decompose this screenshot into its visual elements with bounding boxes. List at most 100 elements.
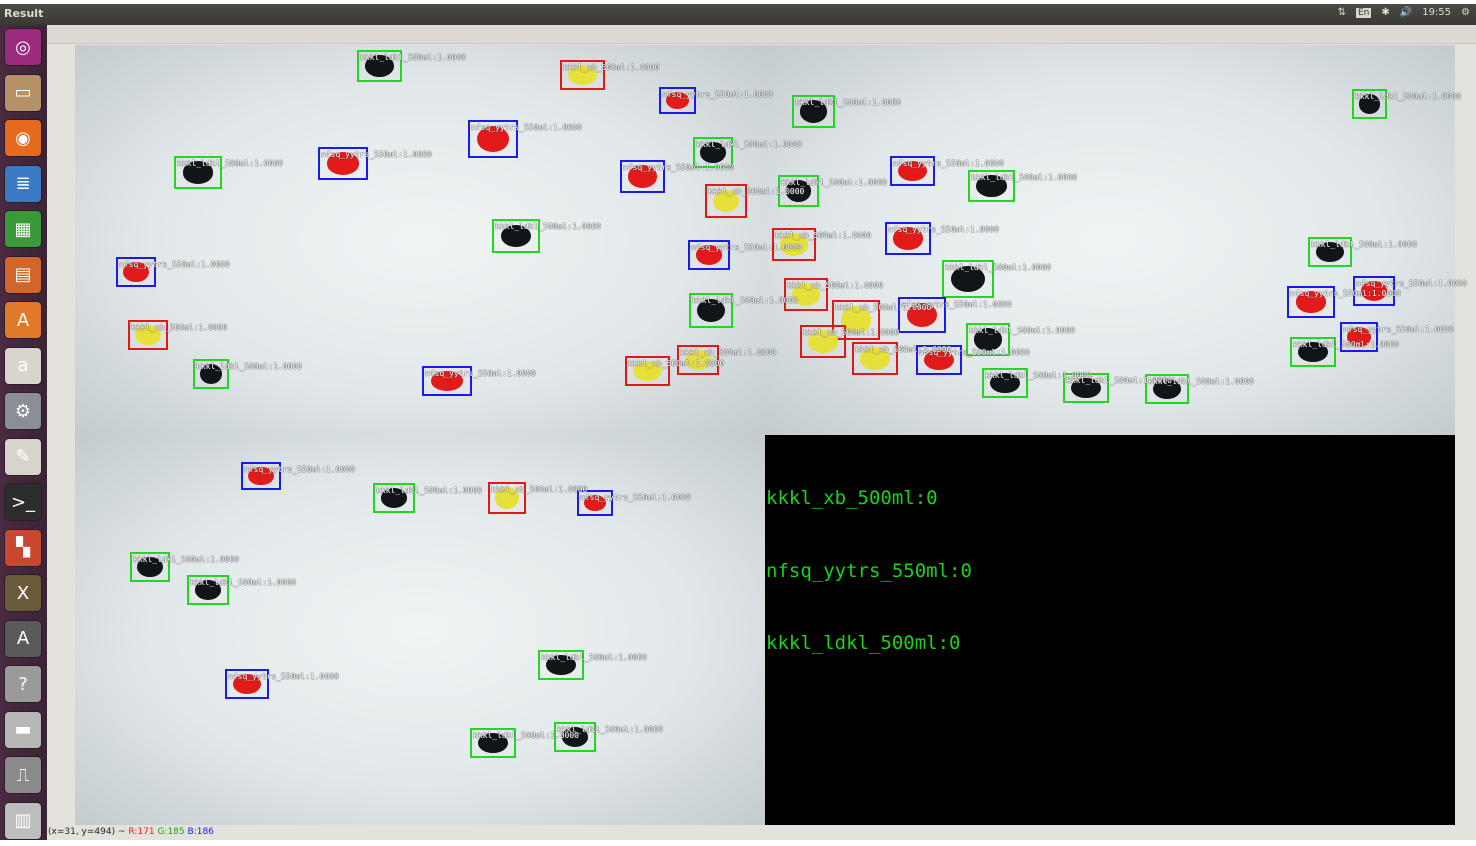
keyboard-layout-indicator[interactable]: En — [1355, 7, 1372, 18]
detection-box-nfsq-yytrs — [241, 462, 281, 490]
pixel-b: B:186 — [187, 827, 214, 837]
bottle-cap — [326, 152, 360, 175]
detection-box-kkkl-ldkl — [942, 260, 994, 298]
text-editor-icon[interactable]: ✎ — [5, 438, 41, 475]
calc-icon[interactable]: ▦ — [5, 211, 41, 247]
network-icon[interactable]: ⇅ — [1337, 7, 1346, 18]
bottle-cap — [1295, 291, 1327, 313]
detection-box-kkkl-ldkl — [1290, 337, 1336, 367]
clock[interactable]: 19:55 — [1422, 7, 1452, 18]
detection-label: kkkl_ldkl_500ml:1.0000 — [495, 222, 601, 231]
detection-label: kkkl_ldkl_500ml:1.0000 — [1355, 92, 1461, 101]
volume-icon[interactable]: 🔊 — [1399, 7, 1413, 18]
system-tray: ⇅ En ✱ 🔊 19:55 ⚙ — [1338, 7, 1470, 18]
detection-label: kkkl_ldkl_500ml:1.0000 — [969, 326, 1075, 335]
detection-label: kkkl_xb_500ml:1.0000 — [835, 303, 932, 312]
bottle-cap — [633, 361, 662, 381]
bottle-cap — [974, 328, 1002, 351]
bottle-cap — [799, 100, 828, 123]
count-kkkl-xb: kkkl_xb_500ml:0 — [766, 487, 938, 509]
bottle-cap — [476, 126, 510, 152]
xterm-icon[interactable]: X — [5, 575, 41, 611]
detection-label: kkkl_ldkl_500ml:1.0000 — [971, 173, 1077, 182]
help-icon[interactable]: ? — [5, 666, 41, 702]
detection-box-kkkl-ldkl — [966, 323, 1010, 356]
writer-icon[interactable]: ≣ — [5, 165, 41, 202]
detection-box-kkkl-ldkl — [187, 575, 229, 605]
detection-label: nfsq_yytrs_550ml:1.0000 — [244, 465, 355, 474]
bottle-cap — [665, 91, 690, 110]
files-icon[interactable]: ▭ — [5, 74, 41, 111]
detection-label: nfsq_yytrs_550ml:1.0000 — [425, 369, 536, 378]
amazon-icon[interactable]: a — [5, 347, 41, 384]
bottle-cap — [365, 55, 394, 77]
detection-label: kkkl_ldkl_500ml:1.0000 — [692, 296, 798, 305]
trash-icon[interactable]: ▥ — [5, 802, 41, 839]
detection-box-nfsq-yytrs — [688, 240, 730, 270]
detection-box-nfsq-yytrs — [468, 120, 518, 158]
detection-box-nfsq-yytrs — [1353, 276, 1395, 306]
detection-label: kkkl_ldkl_500ml:1.0000 — [190, 578, 296, 587]
detection-label: nfsq_yytrs_550ml:1.0000 — [623, 163, 734, 172]
pixel-r: R:171 — [128, 827, 155, 837]
camera-view-2 — [765, 45, 1455, 435]
status-bar: (x=31, y=494) ~ R:171 G:185 B:186 — [48, 827, 214, 837]
detection-box-nfsq-yytrs — [898, 297, 946, 333]
detection-box-kkkl-xb — [128, 320, 168, 350]
detection-label: kkkl_ldkl_500ml:1.0000 — [473, 731, 579, 740]
detection-label: kkkl_ldkl_500ml:1.0000 — [1311, 240, 1417, 249]
bottle-cap — [808, 330, 838, 353]
detection-label: kkkl_ldkl_500ml:1.0000 — [376, 486, 482, 495]
detection-label: kkkl_ldkl_500ml:1.0000 — [781, 178, 887, 187]
bottle-cap — [792, 283, 820, 306]
software-center-icon[interactable]: A — [5, 302, 41, 338]
bottle-cap — [906, 302, 938, 328]
disk-icon[interactable]: ▬ — [5, 711, 41, 748]
bluetooth-icon[interactable]: ✱ — [1381, 7, 1390, 18]
bottle-cap — [628, 165, 657, 188]
detection-label: nfsq_yytrs_550ml:1.0000 — [1356, 279, 1467, 288]
terminal-icon[interactable]: >_ — [5, 484, 41, 520]
bottle-cap — [780, 233, 808, 256]
detection-box-kkkl-ldkl — [968, 170, 1015, 202]
detection-box-kkkl-ldkl — [1145, 374, 1189, 404]
detection-box-kkkl-xb — [772, 228, 816, 261]
system-settings-icon[interactable]: ⚙ — [5, 393, 41, 429]
bottle-cap — [712, 189, 740, 213]
detection-label: nfsq_yytrs_550ml:1.0000 — [580, 493, 691, 502]
detection-box-nfsq-yytrs — [1340, 322, 1378, 352]
detection-label: kkkl_xb_500ml:1.0000 — [708, 187, 805, 196]
detection-box-nfsq-yytrs — [422, 366, 472, 396]
bottle-cap — [380, 488, 408, 508]
detection-label: kkkl_ldkl_500ml:1.0000 — [133, 555, 239, 564]
impress-icon[interactable]: ▤ — [5, 256, 41, 293]
bottle-cap — [976, 175, 1007, 197]
bottle-cap — [990, 373, 1020, 393]
detection-label: nfsq_yytrs_550ml:1.0000 — [1343, 325, 1454, 334]
detection-box-kkkl-xb — [677, 345, 719, 375]
detection-label: kkkl_ldkl_500ml:1.0000 — [360, 53, 466, 62]
ubuntu-dash-icon[interactable]: ◎ — [5, 29, 41, 65]
detection-label: kkkl_ldkl_500ml:1.0000 — [196, 362, 302, 371]
detection-box-kkkl-ldkl — [373, 483, 415, 513]
bottle-cap — [898, 161, 927, 181]
bottle-cap — [583, 494, 607, 512]
detection-label: kkkl_xb_500ml:1.0000 — [131, 323, 228, 332]
updater-icon[interactable]: A — [5, 620, 41, 657]
settings-gear-icon[interactable]: ⚙ — [1461, 7, 1470, 18]
firefox-icon[interactable]: ◉ — [5, 120, 41, 156]
detection-box-kkkl-ldkl — [1352, 89, 1387, 119]
detection-label: nfsq_yytrs_550ml:1.0000 — [662, 90, 773, 99]
bottle-cap — [568, 65, 597, 85]
detection-box-kkkl-ldkl — [1308, 237, 1352, 267]
detection-box-kkkl-ldkl — [792, 95, 835, 128]
detection-label: kkkl_xb_500ml:1.0000 — [787, 281, 884, 290]
detection-box-kkkl-xb — [852, 342, 898, 375]
usb-icon[interactable]: ⎍ — [5, 757, 41, 793]
workspaces-icon[interactable]: ▚ — [5, 529, 41, 566]
detection-label: kkkl_ldkl_500ml:1.0000 — [696, 140, 802, 149]
bottle-cap — [924, 350, 954, 370]
bottle-cap — [860, 347, 890, 370]
detection-box-nfsq-yytrs — [620, 160, 665, 193]
